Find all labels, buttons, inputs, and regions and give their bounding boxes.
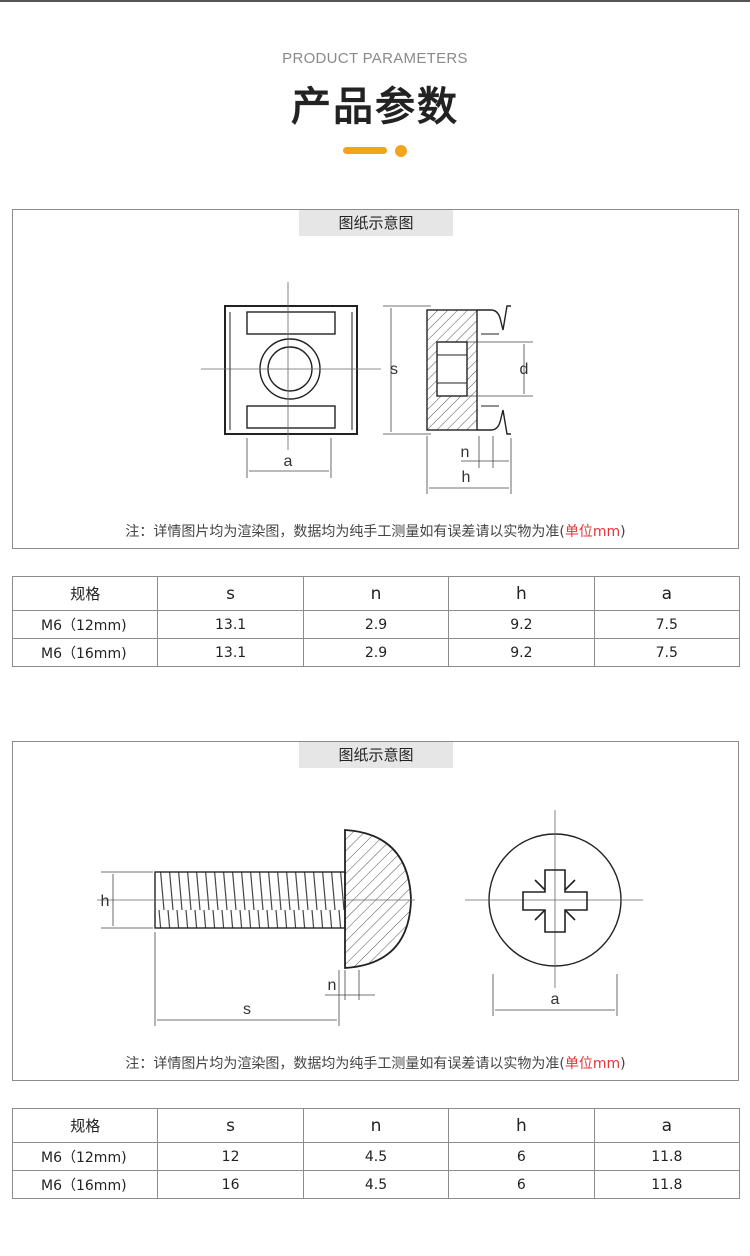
dim-label-d: d <box>520 361 529 378</box>
table-header-row: 规格 s n h a <box>11 1108 741 1143</box>
dim-label-s: s <box>243 1001 251 1018</box>
panel-label: 图纸示意图 <box>299 210 453 236</box>
dim-label-h: h <box>462 469 471 486</box>
params-table-cage-nut: 规格 s n h a M6（12mm) 13.1 2.9 9.2 7.5 M6（… <box>11 576 741 667</box>
drawing-panel-screw: 图纸示意图 <box>12 741 739 1081</box>
table-cell: 13.1 <box>157 610 304 639</box>
col-header-h: h <box>448 1108 595 1143</box>
note-unit: 单位mm <box>564 1056 621 1072</box>
table-row: M6（16mm) 16 4.5 6 11.8 <box>11 1170 741 1199</box>
table-cell: M6（16mm) <box>11 1170 159 1199</box>
accent-dot <box>395 145 407 157</box>
page-title: 产品参数 <box>291 84 459 130</box>
panel-label: 图纸示意图 <box>299 742 453 768</box>
dim-label-s: s <box>390 361 398 378</box>
table-cell: 7.5 <box>593 638 741 667</box>
note-close: ) <box>620 524 626 540</box>
section-eyebrow: PRODUCT PARAMETERS <box>282 50 468 67</box>
col-header-a: a <box>593 1108 741 1143</box>
table-row: M6（12mm) 12 4.5 6 11.8 <box>11 1142 741 1171</box>
table-cell: 16 <box>157 1170 304 1199</box>
dim-label-a: a <box>551 991 560 1008</box>
table-cell: 11.8 <box>593 1142 741 1171</box>
col-header-h: h <box>448 576 595 611</box>
col-header-a: a <box>593 576 741 611</box>
table-cell: M6（16mm) <box>11 638 159 667</box>
dim-label-n: n <box>328 977 337 994</box>
disclaimer-note: 注：详情图片均为渲染图，数据均为纯手工测量如有误差请以实物为准(单位mm) <box>13 1053 738 1073</box>
table-cell: 6 <box>448 1170 595 1199</box>
accent-bar <box>343 147 387 154</box>
table-cell: 13.1 <box>157 638 304 667</box>
dim-label-n: n <box>461 444 470 461</box>
table-cell: 4.5 <box>302 1170 450 1199</box>
table-cell: 6 <box>448 1142 595 1171</box>
cage-nut-side-view <box>383 305 533 494</box>
note-close: ) <box>620 1056 626 1072</box>
table-row: M6（16mm) 13.1 2.9 9.2 7.5 <box>11 638 741 667</box>
dim-label-a: a <box>284 453 293 470</box>
col-header-n: n <box>302 576 450 611</box>
table-cell: 9.2 <box>448 610 595 639</box>
cage-nut-front-view <box>201 282 381 478</box>
table-cell: 4.5 <box>302 1142 450 1171</box>
note-text: 注：详情图片均为渲染图，数据均为纯手工测量如有误差请以实物为准( <box>125 1056 565 1072</box>
table-cell: M6（12mm) <box>11 610 159 639</box>
table-header-row: 规格 s n h a <box>11 576 741 611</box>
dim-label-h: h <box>101 893 110 910</box>
col-header-spec: 规格 <box>11 576 159 611</box>
screw-side-view <box>97 829 415 1026</box>
screw-top-view <box>465 810 643 1016</box>
top-divider <box>0 0 750 2</box>
table-cell: 2.9 <box>302 610 450 639</box>
note-unit: 单位mm <box>564 524 621 540</box>
table-cell: 12 <box>157 1142 304 1171</box>
table-cell: 11.8 <box>593 1170 741 1199</box>
table-cell: M6（12mm) <box>11 1142 159 1171</box>
table-row: M6（12mm) 13.1 2.9 9.2 7.5 <box>11 610 741 639</box>
params-table-screw: 规格 s n h a M6（12mm) 12 4.5 6 11.8 M6（16m… <box>11 1108 741 1199</box>
col-header-s: s <box>157 1108 304 1143</box>
cage-nut-drawing: s d a n h <box>201 282 533 494</box>
disclaimer-note: 注：详情图片均为渲染图，数据均为纯手工测量如有误差请以实物为准(单位mm) <box>13 521 738 541</box>
col-header-spec: 规格 <box>11 1108 159 1143</box>
table-cell: 2.9 <box>302 638 450 667</box>
table-cell: 7.5 <box>593 610 741 639</box>
drawing-panel-cage-nut: 图纸示意图 <box>12 209 739 549</box>
screw-drawing: h s n a <box>97 810 643 1026</box>
table-cell: 9.2 <box>448 638 595 667</box>
col-header-s: s <box>157 576 304 611</box>
col-header-n: n <box>302 1108 450 1143</box>
note-text: 注：详情图片均为渲染图，数据均为纯手工测量如有误差请以实物为准( <box>125 524 565 540</box>
